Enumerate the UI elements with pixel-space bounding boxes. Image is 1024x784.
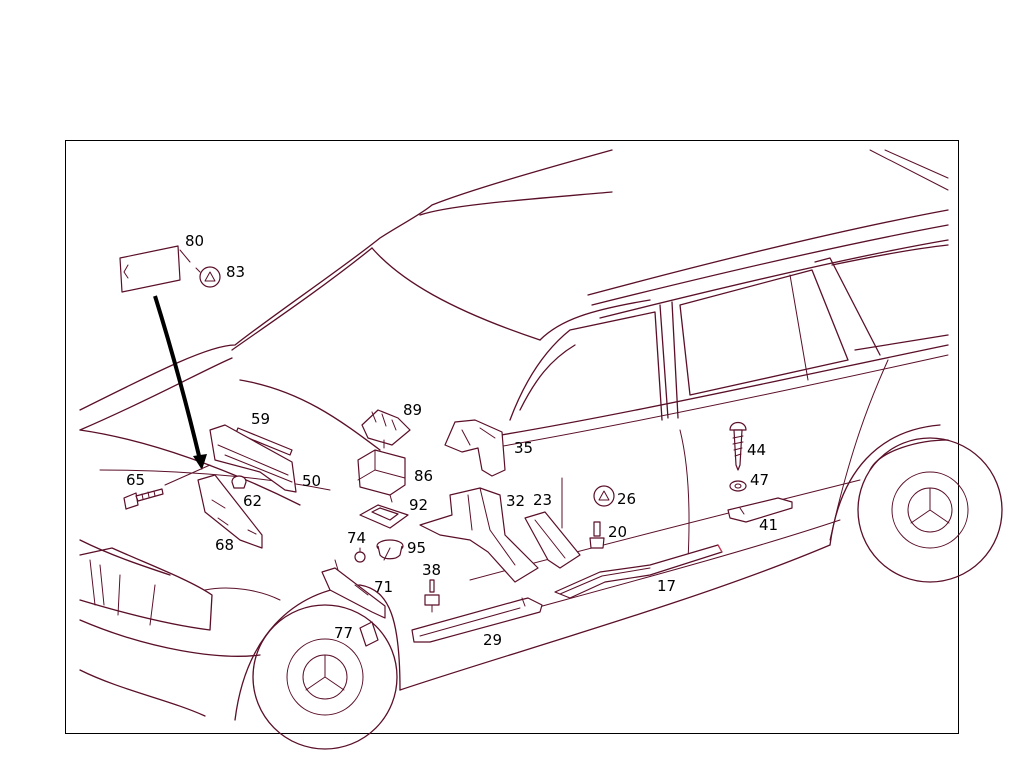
- part-77-clip: [359, 621, 379, 647]
- part-29-sill-front: [411, 597, 543, 643]
- callout-29: 29: [483, 631, 502, 649]
- part-32-duct: [419, 487, 539, 583]
- part-86-relay-box: [357, 449, 406, 503]
- part-65-bolt: [123, 464, 211, 510]
- callout-83: 83: [226, 263, 245, 281]
- part-35-shell: [444, 419, 506, 477]
- leader-lines: [383, 477, 563, 561]
- part-62-plug: [231, 475, 247, 489]
- callout-44: 44: [747, 441, 766, 459]
- callout-62: 62: [243, 492, 262, 510]
- part-50-panel: [209, 424, 297, 493]
- callout-20: 20: [608, 523, 627, 541]
- callout-23: 23: [533, 491, 552, 509]
- callout-labels: 80 83 59 65 50 62 68 89 86 92 95 74 71 7…: [126, 232, 778, 649]
- part-47-washer: [729, 480, 747, 492]
- part-17-sill-rear: [554, 544, 723, 599]
- callout-71: 71: [374, 578, 393, 596]
- part-89-holder: [361, 409, 411, 449]
- part-92-plate: [359, 504, 409, 529]
- callout-92: 92: [409, 496, 428, 514]
- callout-68: 68: [215, 536, 234, 554]
- callout-32: 32: [506, 492, 525, 510]
- callout-74: 74: [347, 529, 366, 547]
- part-41-bracket: [727, 497, 793, 523]
- callout-65: 65: [126, 471, 145, 489]
- part-74-clip: [354, 547, 366, 563]
- callout-95: 95: [407, 539, 426, 557]
- part-80-cover: [119, 245, 191, 293]
- callout-41: 41: [759, 516, 778, 534]
- car-body-outline: [79, 149, 1003, 750]
- pointer-arrowhead-80: [193, 454, 207, 470]
- part-71-bracket: [321, 559, 386, 619]
- part-95-grommet: [376, 539, 404, 560]
- part-23-bracket: [524, 499, 581, 569]
- part-68-bracket: [197, 474, 263, 549]
- part-44-screw: [729, 421, 747, 471]
- callout-47: 47: [750, 471, 769, 489]
- callout-38: 38: [422, 561, 441, 579]
- callout-86: 86: [414, 467, 433, 485]
- callout-26: 26: [617, 490, 636, 508]
- part-26-nut: [593, 485, 615, 507]
- callout-17: 17: [657, 577, 676, 595]
- part-20-clip: [589, 521, 605, 549]
- part-38-pin: [424, 579, 440, 613]
- callout-77: 77: [334, 624, 353, 642]
- part-83-nut: [195, 266, 221, 288]
- callout-89: 89: [403, 401, 422, 419]
- callout-80: 80: [185, 232, 204, 250]
- callout-35: 35: [514, 439, 533, 457]
- callout-59: 59: [251, 410, 270, 428]
- callout-50: 50: [302, 472, 321, 490]
- diagram-frame: [65, 140, 959, 734]
- pointer-arrow-80: [153, 295, 202, 461]
